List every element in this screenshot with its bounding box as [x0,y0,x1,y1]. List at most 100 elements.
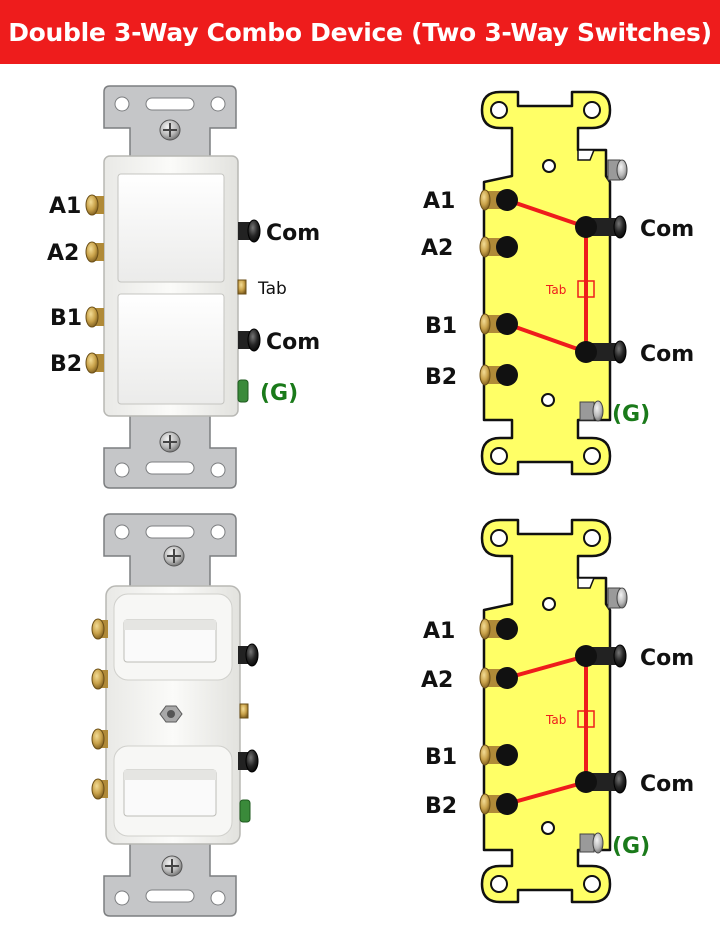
ground-label: (G) [260,381,298,406]
wire-a1-com [506,198,587,229]
break-off-tab [239,703,249,719]
strap-hole [210,524,226,540]
tab-label: Tab [545,283,566,297]
brass-screw-icon [85,352,104,374]
strap-hole [114,890,130,906]
ground-screw-icon [607,587,628,609]
tab-label: Tab [257,279,287,299]
brass-screw-icon [91,618,108,640]
terminal-dot [496,618,518,640]
terminal-dot [496,364,518,386]
ground-screw-icon [237,379,249,403]
dark-screw-icon [238,749,259,773]
brass-screw-icon [91,668,108,690]
rocker-switch-top [117,173,225,283]
terminal-dot [575,341,597,363]
ground-screw-icon [579,400,604,422]
terminal-label-com-top: Com [640,646,694,671]
brass-screw-icon [85,194,104,216]
terminal-dot [496,793,518,815]
strap-hole [114,96,130,112]
terminal-dot [496,744,518,766]
terminal-label-com-top: Com [266,221,320,246]
terminal-dot [496,189,518,211]
tab-box [577,710,595,728]
terminal-label-com-top: Com [640,217,694,242]
dark-screw-icon [238,643,259,667]
terminal-label-a1: A1 [423,619,455,644]
ground-label: (G) [612,834,650,859]
strap-hole [490,447,508,465]
strap-hole [541,821,555,835]
strap-hole [490,875,508,893]
strap-hole [210,890,226,906]
strap-hole [490,101,508,119]
brass-screw-icon [85,241,104,263]
rocker-switch-bottom [117,293,225,405]
strap-hole [541,393,555,407]
device-photo-toggle [91,513,259,917]
brass-screw-icon [85,306,104,328]
title-bar: Double 3-Way Combo Device (Two 3-Way Swi… [0,0,720,64]
strap-slot [145,97,195,111]
terminal-label-com-bottom: Com [266,330,320,355]
strap-notch [577,149,596,161]
strap-hole [114,462,130,478]
terminal-label-b2: B2 [425,365,457,390]
brass-screw-icon [91,728,108,750]
strap-hole [583,875,601,893]
strap-hole [542,597,556,611]
strap-hole [583,101,601,119]
schematic-diagram-bottom [479,518,628,904]
ground-screw-icon [607,159,628,181]
schematic-diagram-top [479,90,628,476]
dark-screw-icon [238,219,261,243]
strap-notch [577,577,596,589]
terminal-label-b1: B1 [50,306,82,331]
terminal-label-b1: B1 [425,314,457,339]
terminal-label-com-bottom: Com [640,342,694,367]
terminal-label-b1: B1 [425,745,457,770]
page-title: Double 3-Way Combo Device (Two 3-Way Swi… [8,17,712,47]
strap-hole [114,524,130,540]
ground-screw-icon [579,832,604,854]
terminal-dot [496,313,518,335]
brass-screw-icon [91,778,108,800]
terminal-dot [575,771,597,793]
tab-label: Tab [545,713,566,727]
tab-box [577,280,595,298]
wire-b2-com [506,780,587,806]
strap-hole [583,447,601,465]
dark-screw-icon [590,215,627,239]
wire-a2-com [506,654,587,680]
terminal-dot [496,667,518,689]
terminal-label-a1: A1 [49,194,81,219]
strap-hole [210,96,226,112]
break-off-tab [237,279,247,295]
terminal-dot [496,236,518,258]
terminal-label-a2: A2 [421,236,453,261]
strap-hole [542,159,556,173]
mounting-strap-bottom [103,839,237,917]
ground-screw-icon [239,799,251,823]
dark-screw-icon [590,340,627,364]
strap-hole [210,462,226,478]
strap-slot [145,525,195,539]
terminal-label-a2: A2 [47,241,79,266]
device-photo-decora [85,85,261,489]
strap-slot [145,461,195,475]
terminal-label-com-bottom: Com [640,772,694,797]
dark-screw-icon [590,644,627,668]
terminal-label-a1: A1 [423,189,455,214]
diagram-canvas: A1 A2 B1 B2 Com Tab Com (G) [47,85,694,917]
wire-b1-com [506,322,587,354]
terminal-dot [575,216,597,238]
terminal-label-a2: A2 [421,668,453,693]
strap-hole [490,529,508,547]
terminal-dot [575,645,597,667]
dark-screw-icon [590,770,627,794]
strap-slot [145,889,195,903]
ground-label: (G) [612,402,650,427]
terminal-label-b2: B2 [425,794,457,819]
strap-hole [583,529,601,547]
